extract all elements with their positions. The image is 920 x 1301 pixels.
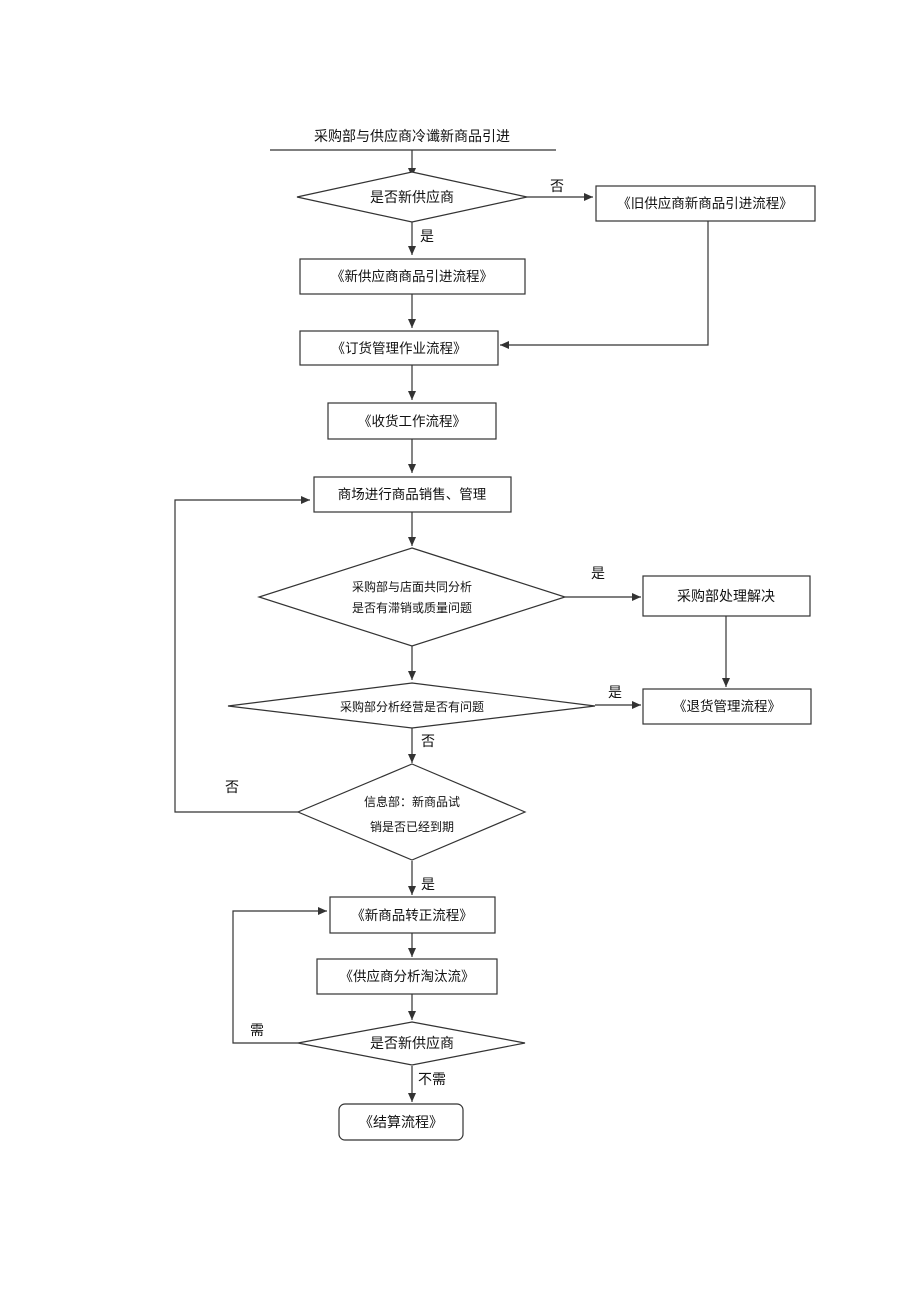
- box-settlement-label: 《结算流程》: [359, 1115, 443, 1131]
- box-new-product-to-regular: 《新商品转正流程》: [329, 896, 496, 934]
- box-new-supplier-flow-label: 《新供应商商品引进流程》: [331, 268, 493, 285]
- box-old-supplier-flow-label: 《旧供应商新商品引进流程》: [617, 195, 793, 212]
- box-new-supplier-flow: 《新供应商商品引进流程》: [299, 258, 526, 295]
- decision-slow-sales-quality: 采购部与店面共同分析 是否有滞销或质量问题: [257, 547, 567, 647]
- decision-operation-problem: 采购部分析经营是否有问题: [227, 682, 596, 729]
- arrow-d4-no-loop: [174, 496, 310, 813]
- arrow-old-to-order: [500, 221, 709, 349]
- decision-is-new-supplier: 是否新供应商: [296, 171, 528, 223]
- box-settlement: 《结算流程》: [338, 1103, 464, 1141]
- box-sales-management: 商场进行商品销售、管理: [313, 476, 512, 513]
- flow-title: 采购部与供应商冷谶新商品引进: [314, 128, 510, 145]
- box-supplier-analysis-label: 《供应商分析淘汰流》: [340, 968, 475, 985]
- label-d5-noneed: 不需: [418, 1072, 446, 1088]
- box-receiving: 《收货工作流程》: [327, 402, 497, 440]
- decision-slow-sales-quality-line2: 是否有滞销或质量问题: [352, 601, 472, 615]
- decision-trial-expired: 信息部：新商品试 销是否已经到期: [296, 763, 527, 861]
- box-supplier-analysis: 《供应商分析淘汰流》: [316, 958, 498, 995]
- connectors: [174, 150, 730, 1102]
- label-d4-no: 否: [225, 780, 239, 796]
- decision-operation-problem-label: 采购部分析经营是否有问题: [340, 699, 484, 714]
- box-returns-management: 《退货管理流程》: [642, 688, 812, 725]
- decision-is-new-supplier-2: 是否新供应商: [297, 1021, 526, 1066]
- decision-trial-expired-line1: 信息部：新商品试: [364, 794, 460, 809]
- label-d3-yes: 是: [608, 685, 622, 701]
- box-receiving-label: 《收货工作流程》: [358, 413, 466, 430]
- decision-is-new-supplier-label: 是否新供应商: [370, 189, 454, 206]
- decision-slow-sales-quality-line1: 采购部与店面共同分析: [352, 579, 472, 594]
- box-order-management: 《订货管理作业流程》: [299, 330, 499, 366]
- decision-is-new-supplier-2-label: 是否新供应商: [370, 1035, 454, 1052]
- label-d5-need: 需: [250, 1023, 264, 1039]
- box-returns-management-label: 《退货管理流程》: [673, 698, 781, 715]
- label-d2-yes: 是: [591, 566, 605, 582]
- label-d4-yes: 是: [421, 877, 435, 893]
- box-new-product-to-regular-label: 《新商品转正流程》: [351, 908, 473, 924]
- label-d3-no: 否: [421, 734, 435, 750]
- arrow-d5-need-loop: [232, 907, 327, 1044]
- box-purchasing-handle: 采购部处理解决: [642, 575, 811, 617]
- box-purchasing-handle-label: 采购部处理解决: [677, 589, 775, 605]
- label-d1-no: 否: [550, 179, 564, 195]
- box-sales-management-label: 商场进行商品销售、管理: [338, 487, 487, 503]
- box-order-management-label: 《订货管理作业流程》: [332, 340, 467, 357]
- label-d1-yes: 是: [420, 229, 434, 245]
- box-old-supplier-flow: 《旧供应商新商品引进流程》: [595, 185, 816, 222]
- decision-trial-expired-line2: 销是否已经到期: [370, 820, 454, 834]
